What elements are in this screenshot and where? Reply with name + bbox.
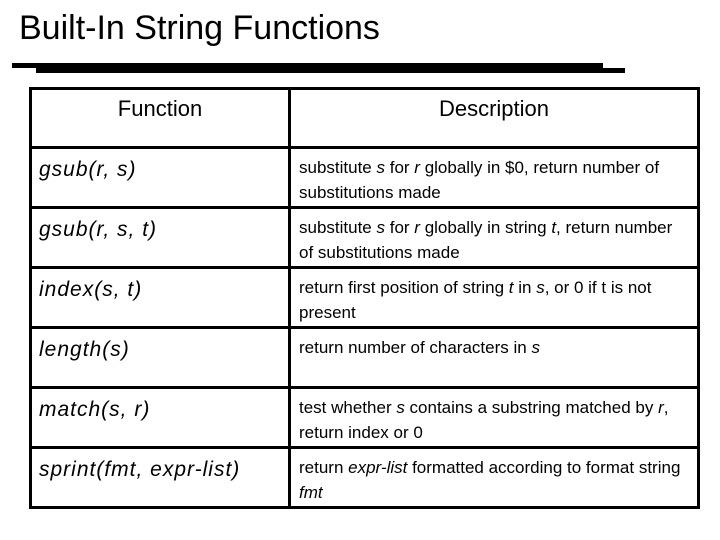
text-segment: , return number of substitutions made <box>299 218 673 262</box>
italic-term: s <box>376 158 386 177</box>
table-row: gsub(r, s, t) substitute s for r globally… <box>29 206 700 269</box>
function-column-header: Function <box>29 87 291 149</box>
italic-term: t <box>508 278 514 297</box>
description-cell: return expr-list formatted according to … <box>288 446 700 509</box>
description-cell: substitute s for r globally in $0, retur… <box>288 146 700 209</box>
function-cell: index(s, t) <box>29 266 291 329</box>
text-segment: , or 0 if t is not present <box>299 278 652 322</box>
function-cell: sprint(fmt, expr-list) <box>29 446 291 509</box>
text-segment: return first position of string <box>299 278 509 297</box>
table-row: sprint(fmt, expr-list)return expr-list f… <box>29 446 700 509</box>
text-segment: for <box>385 218 415 237</box>
function-cell: gsub(r, s, t) <box>29 206 291 269</box>
table-row: length(s)return number of characters in … <box>29 326 700 389</box>
text-segment: , return index or 0 <box>299 398 669 442</box>
table-row: gsub(r, s)substitute s for r globally in… <box>29 146 700 209</box>
text-segment: globally in string <box>419 218 552 237</box>
text-segment: substitute <box>299 218 377 237</box>
function-cell: match(s, r) <box>29 386 291 449</box>
italic-term: s <box>396 398 405 417</box>
text-segment: formatted according to format string <box>407 458 681 477</box>
italic-term: r <box>414 218 420 237</box>
text-segment: return number of characters in <box>299 338 532 357</box>
page-title: Built-In String Functions <box>19 9 380 47</box>
text-segment: return <box>299 458 349 477</box>
text-segment: globally in $0, return number of substit… <box>299 158 660 202</box>
description-cell: return first position of string t in s, … <box>288 266 700 329</box>
italic-term: r <box>658 398 664 417</box>
function-cell: length(s) <box>29 326 291 389</box>
italic-term: s <box>536 278 545 297</box>
text-segment: test whether <box>299 398 397 417</box>
table-header-row: Function Description <box>29 87 700 149</box>
function-cell: gsub(r, s) <box>29 146 291 209</box>
description-cell: return number of characters in s <box>288 326 700 389</box>
text-segment: substitute <box>299 158 377 177</box>
italic-term: fmt <box>299 483 323 502</box>
title-rule-shadow <box>36 68 625 73</box>
description-cell: test whether s contains a substring matc… <box>288 386 700 449</box>
description-cell: substitute s for r globally in string t,… <box>288 206 700 269</box>
string-functions-table: Function Description gsub(r, s)substitut… <box>29 87 700 509</box>
italic-term: expr-list <box>348 458 408 477</box>
table-row: match(s, r)test whether s contains a sub… <box>29 386 700 449</box>
italic-term: s <box>376 218 386 237</box>
text-segment: in <box>513 278 537 297</box>
table-row: index(s, t)return first position of stri… <box>29 266 700 329</box>
text-segment: contains a substring matched by <box>404 398 659 417</box>
title-rule-main <box>12 63 603 68</box>
italic-term: r <box>414 158 420 177</box>
table-body: gsub(r, s)substitute s for r globally in… <box>29 146 700 509</box>
italic-term: t <box>551 218 557 237</box>
italic-term: s <box>531 338 540 357</box>
description-column-header: Description <box>288 87 700 149</box>
text-segment: for <box>385 158 415 177</box>
